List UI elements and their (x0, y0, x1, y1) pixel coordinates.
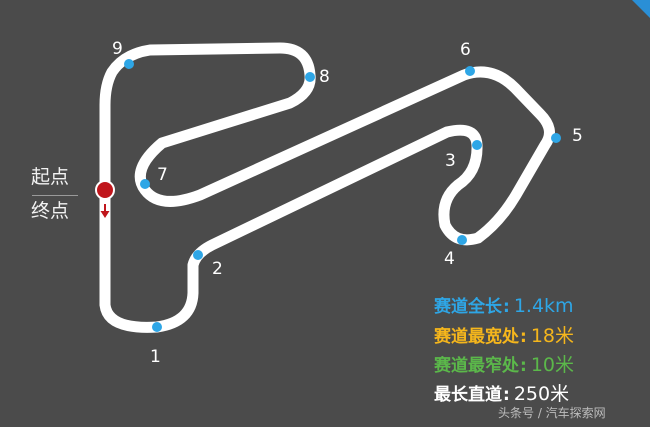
stat-label: 赛道最宽处 (434, 327, 519, 347)
corner-3-marker (472, 140, 482, 150)
start-label: 起点 (31, 166, 70, 188)
corner-4-label: 4 (444, 249, 455, 269)
watermark: 头条号 / 汽车探索网 (498, 406, 606, 420)
start-finish-divider (32, 195, 78, 196)
stat-value: 250米 (513, 383, 570, 405)
stat-label: 赛道最窄处 (434, 356, 519, 376)
stat-value: 1.4km (513, 295, 574, 317)
corner-1-label: 1 (150, 347, 161, 367)
stat-max-width: 赛道最宽处:18米 (434, 321, 574, 350)
corner-flag-decoration (632, 0, 650, 18)
corner-4-marker (457, 235, 467, 245)
corner-5-marker (551, 133, 561, 143)
corner-9-label: 9 (112, 39, 123, 59)
corner-7-marker (140, 179, 150, 189)
corner-5-label: 5 (572, 126, 583, 146)
corner-8-label: 8 (319, 67, 330, 87)
track-stats: 赛道全长:1.4km 赛道最宽处:18米 赛道最窄处:10米 最长直道:250米 (434, 292, 574, 408)
stat-longest-straight: 最长直道:250米 (434, 379, 574, 408)
start-finish-marker (95, 180, 115, 200)
corner-8-marker (305, 72, 315, 82)
corner-6-marker (465, 66, 475, 76)
corner-3-label: 3 (445, 151, 456, 171)
stat-value: 18米 (530, 325, 574, 347)
track-outline (99, 42, 555, 333)
stat-label: 最长直道 (434, 385, 502, 405)
corner-9-marker (124, 59, 134, 69)
corner-2-label: 2 (212, 259, 223, 279)
corner-1-marker (152, 322, 162, 332)
direction-arrow-icon (100, 204, 110, 218)
stat-value: 10米 (530, 354, 574, 376)
stat-total-length: 赛道全长:1.4km (434, 292, 574, 321)
corner-6-label: 6 (460, 40, 471, 60)
stat-min-width: 赛道最窄处:10米 (434, 350, 574, 379)
corner-7-label: 7 (157, 165, 168, 185)
corner-2-marker (193, 250, 203, 260)
finish-label: 终点 (31, 200, 70, 222)
stat-label: 赛道全长 (434, 297, 502, 317)
